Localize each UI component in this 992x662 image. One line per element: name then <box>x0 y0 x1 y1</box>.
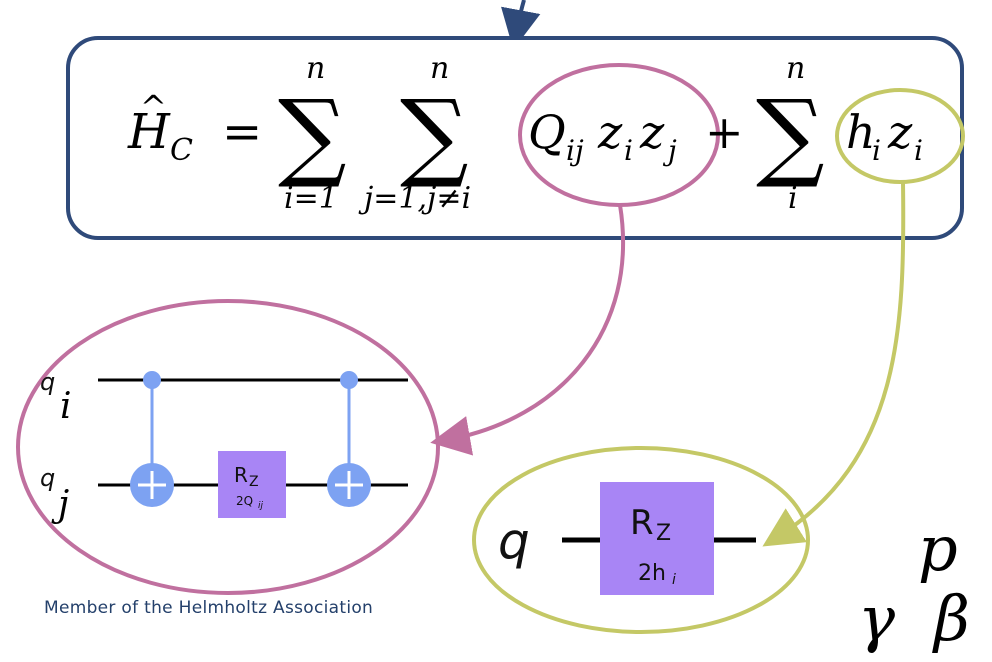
sum-over-j: n ∑ j=1,j≠i <box>358 51 471 216</box>
two-qubit-circuit: q i q j R Z 2Q ij <box>40 368 408 525</box>
sum-linear: n ∑ i <box>756 51 825 216</box>
incoming-arrow <box>501 0 541 50</box>
hamiltonian-subscript: C <box>170 133 193 168</box>
footer-text: Member of the Helmholtz Association <box>44 598 373 618</box>
cnot1-control-dot <box>143 371 161 389</box>
qubit-i-subscript: i <box>60 386 72 427</box>
linear-h: h <box>846 105 876 159</box>
linear-h-subscript: i <box>872 134 881 167</box>
hamiltonian-H: H <box>127 104 171 160</box>
linear-z: z <box>887 105 913 159</box>
quadratic-z-j: z <box>639 105 665 159</box>
sum-over-i: n ∑ i=1 <box>278 51 347 216</box>
symbol-gamma: γ <box>858 582 896 655</box>
single-qubit-circuit: q R Z 2h i <box>498 482 756 595</box>
quadratic-Q-subscript: ij <box>566 134 584 167</box>
hamiltonian-box <box>66 36 964 240</box>
linear-term-highlight <box>835 88 965 184</box>
rz-gate-two-qubit-name: R <box>234 463 248 487</box>
quadratic-term-highlight <box>518 63 720 207</box>
rz-gate-two-qubit-param-sub: ij <box>258 501 264 511</box>
qubit-i-label: q <box>40 368 55 396</box>
rz-gate-single-qubit-name: R <box>630 503 654 543</box>
rz-gate-two-qubit <box>218 451 286 518</box>
rz-gate-two-qubit-param: 2Q <box>236 494 253 508</box>
symbol-p: p <box>918 512 958 585</box>
rz-gate-single-qubit-name-sub: Z <box>656 521 671 546</box>
symbol-beta: β <box>932 582 970 655</box>
equals-sign: = <box>222 104 262 160</box>
hamiltonian-hat: ^ <box>140 88 167 126</box>
sum2-sigma: ∑ <box>400 79 469 191</box>
sum1-sigma: ∑ <box>278 79 347 191</box>
sum2-upper-limit: n <box>430 51 449 86</box>
sum1-lower-limit: i=1 <box>284 181 338 216</box>
plus-sign: + <box>705 105 744 159</box>
sum3-upper-limit: n <box>786 51 805 86</box>
quadratic-z-i-subscript: i <box>624 134 633 167</box>
quadratic-z-i: z <box>597 105 623 159</box>
sum1-upper-limit: n <box>306 51 325 86</box>
linear-connector-arrow <box>762 181 906 547</box>
two-qubit-circuit-ellipse <box>16 299 440 595</box>
linear-z-subscript: i <box>914 134 923 167</box>
single-qubit-circuit-ellipse <box>472 446 810 634</box>
sum3-lower-limit: i <box>788 181 798 216</box>
linear-term: h i z i <box>846 105 923 167</box>
sum2-lower-limit: j=1,j≠i <box>358 181 471 216</box>
quadratic-Q: Q <box>528 105 566 159</box>
quadratic-term: Q ij z i z j <box>528 105 677 167</box>
rz-gate-single-qubit <box>600 482 714 595</box>
hamiltonian-symbol: H ^ C <box>127 88 193 168</box>
sum3-sigma: ∑ <box>756 79 825 191</box>
quadratic-connector-arrow <box>430 204 626 456</box>
rz-gate-single-qubit-param-sub: i <box>672 572 676 588</box>
rz-gate-single-qubit-param: 2h <box>638 561 666 586</box>
single-qubit-label: q <box>498 512 530 570</box>
rz-gate-two-qubit-name-sub: Z <box>249 474 259 490</box>
cnot2-control-dot <box>340 371 358 389</box>
qubit-j-label: q <box>40 464 55 492</box>
